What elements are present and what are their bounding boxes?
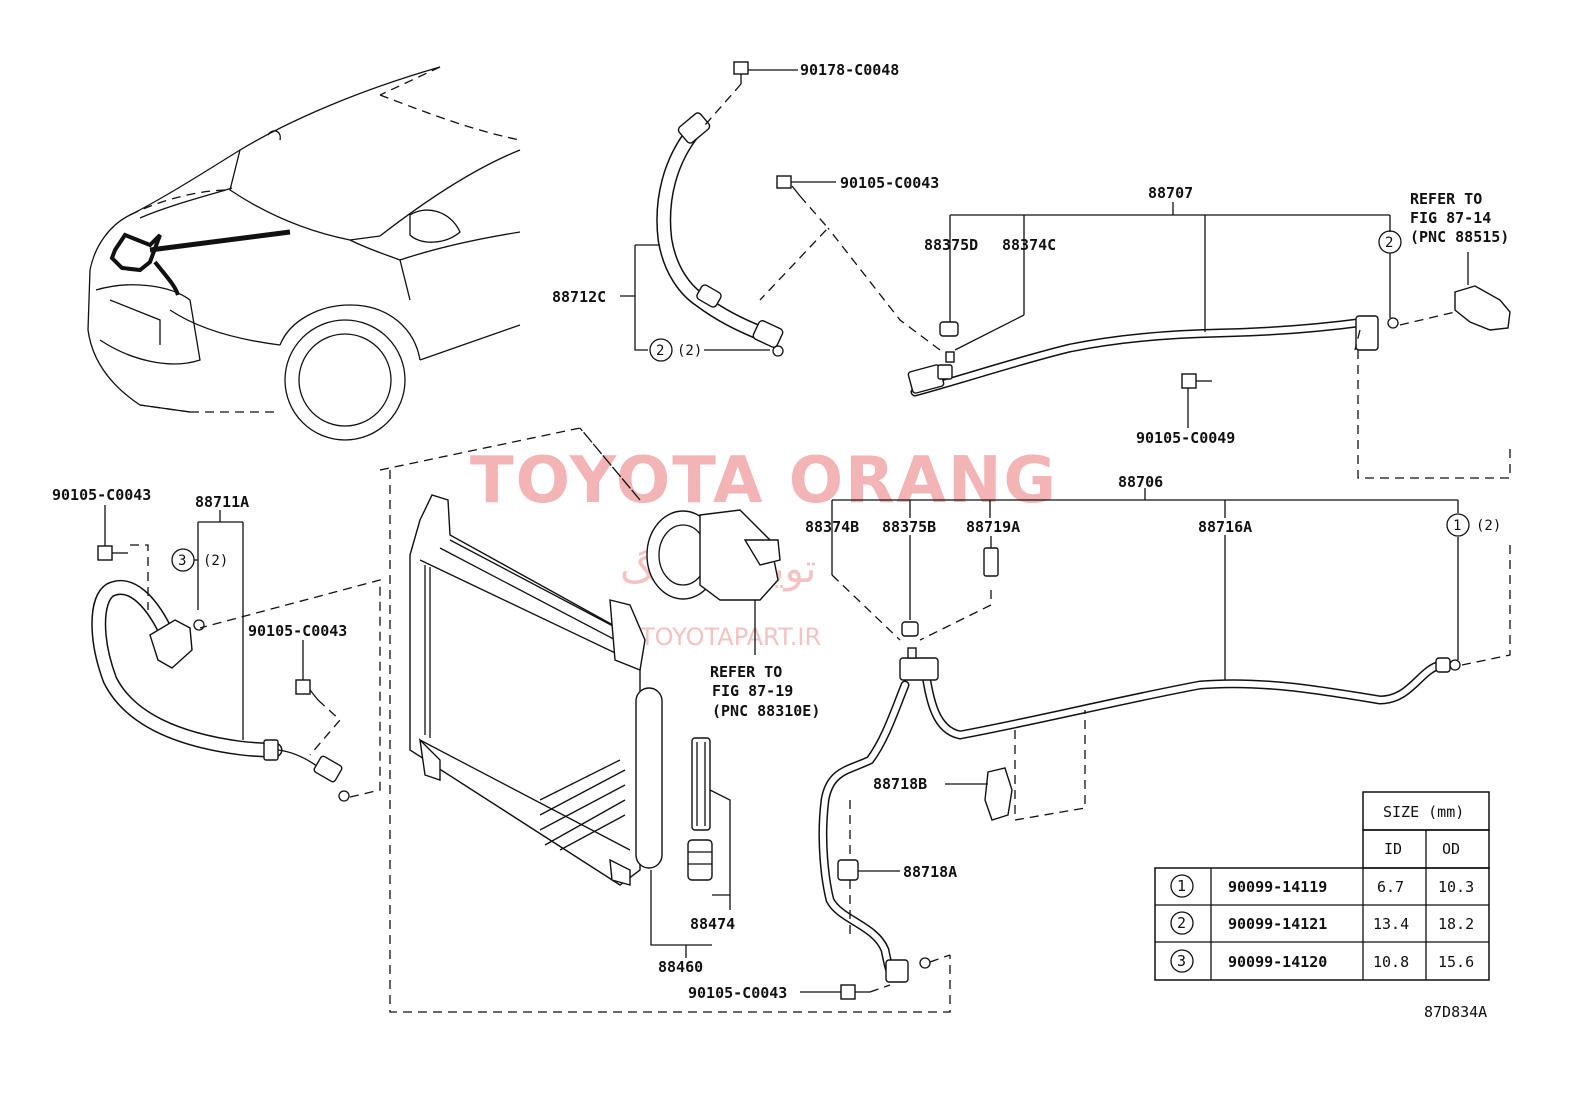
label-88474: 88474 (690, 915, 735, 933)
svg-text:6.7: 6.7 (1377, 878, 1404, 896)
suction-pipe-88707: 2 (827, 202, 1511, 479)
discharge-hose-88712c (620, 61, 836, 357)
label-90178-c0048: 90178-C0048 (800, 61, 899, 79)
watermark-url: TOYOTAPART.IR (639, 623, 821, 651)
label-90105-c0049: 90105-C0049 (1136, 429, 1235, 447)
svg-text:(2): (2) (677, 343, 702, 359)
svg-text:2: 2 (1385, 235, 1393, 251)
figure-code: 87D834A (1424, 1003, 1487, 1021)
label-88712c: 88712C (552, 288, 606, 306)
o-ring-ref-2: 2 (2) (649, 338, 702, 362)
label-88719a: 88719A (966, 518, 1020, 536)
svg-text:FIG 87-14: FIG 87-14 (1410, 209, 1491, 227)
svg-text:2: 2 (656, 343, 664, 359)
label-88374b: 88374B (805, 518, 859, 536)
label-88707: 88707 (1148, 184, 1193, 202)
table-header-size: SIZE (mm) (1383, 803, 1464, 821)
svg-text:(2): (2) (203, 553, 228, 569)
label-88711a: 88711A (195, 493, 249, 511)
label-88375d: 88375D (924, 236, 978, 254)
bolt-icon (733, 61, 749, 84)
hose-88711a: 3 (2) (91, 505, 381, 802)
refer-fig-87-19: REFER TO FIG 87-19 (PNC 88310E) (710, 663, 820, 720)
svg-text:13.4: 13.4 (1373, 915, 1409, 933)
svg-text:15.6: 15.6 (1438, 953, 1474, 971)
svg-text:REFER TO: REFER TO (710, 663, 782, 681)
label-88706: 88706 (1118, 473, 1163, 491)
watermark-title: TOYOTA ORANG (470, 444, 1058, 518)
svg-text:10.8: 10.8 (1373, 953, 1409, 971)
bolt-icon (776, 175, 801, 197)
vehicle-illustration (87, 66, 521, 441)
svg-text:(PNC 88515): (PNC 88515) (1410, 228, 1509, 246)
bolt-icon (97, 545, 128, 561)
bolt-icon (1181, 373, 1212, 389)
svg-text:2: 2 (1177, 914, 1186, 932)
compressor (646, 509, 781, 655)
svg-text:1: 1 (1177, 877, 1186, 895)
label-88716a: 88716A (1198, 518, 1252, 536)
bolt-icon (840, 984, 870, 1000)
table-col-id: ID (1384, 840, 1402, 858)
svg-text:1: 1 (1453, 518, 1461, 534)
liquid-pipe-88706: 1 (2) (800, 488, 1511, 1000)
svg-text:3: 3 (1177, 952, 1186, 970)
svg-text:90099-14120: 90099-14120 (1228, 953, 1327, 971)
label-88374c: 88374C (1002, 236, 1056, 254)
svg-text:90099-14121: 90099-14121 (1228, 915, 1327, 933)
label-88718a: 88718A (903, 863, 957, 881)
svg-text:(2): (2) (1476, 518, 1501, 534)
label-90105-c0043-bottom: 90105-C0043 (688, 984, 787, 1002)
label-90105-c0043-mid: 90105-C0043 (248, 622, 347, 640)
svg-text:3: 3 (178, 553, 186, 569)
svg-text:90099-14119: 90099-14119 (1228, 878, 1327, 896)
label-88375b: 88375B (882, 518, 936, 536)
condenser-assembly (379, 427, 951, 1013)
bolt-icon (295, 679, 319, 701)
o-ring-size-table: SIZE (mm) ID OD 1 90099-14119 6.7 10.3 2… (1154, 791, 1490, 981)
table-col-od: OD (1442, 840, 1460, 858)
svg-text:REFER TO: REFER TO (1410, 190, 1482, 208)
label-90105-c0043-left: 90105-C0043 (52, 486, 151, 504)
table-row: 2 90099-14121 13.4 18.2 (1170, 911, 1474, 935)
svg-text:(PNC 88310E): (PNC 88310E) (712, 702, 820, 720)
label-88460: 88460 (658, 958, 703, 976)
table-row: 3 90099-14120 10.8 15.6 (1170, 949, 1474, 973)
svg-text:FIG 87-19: FIG 87-19 (712, 682, 793, 700)
table-row: 1 90099-14119 6.7 10.3 (1170, 874, 1474, 898)
svg-text:10.3: 10.3 (1438, 878, 1474, 896)
label-88718b: 88718B (873, 775, 927, 793)
label-90105-c0043-top: 90105-C0043 (840, 174, 939, 192)
refer-fig-87-14: REFER TO FIG 87-14 (PNC 88515) (1410, 190, 1509, 246)
svg-text:18.2: 18.2 (1438, 915, 1474, 933)
